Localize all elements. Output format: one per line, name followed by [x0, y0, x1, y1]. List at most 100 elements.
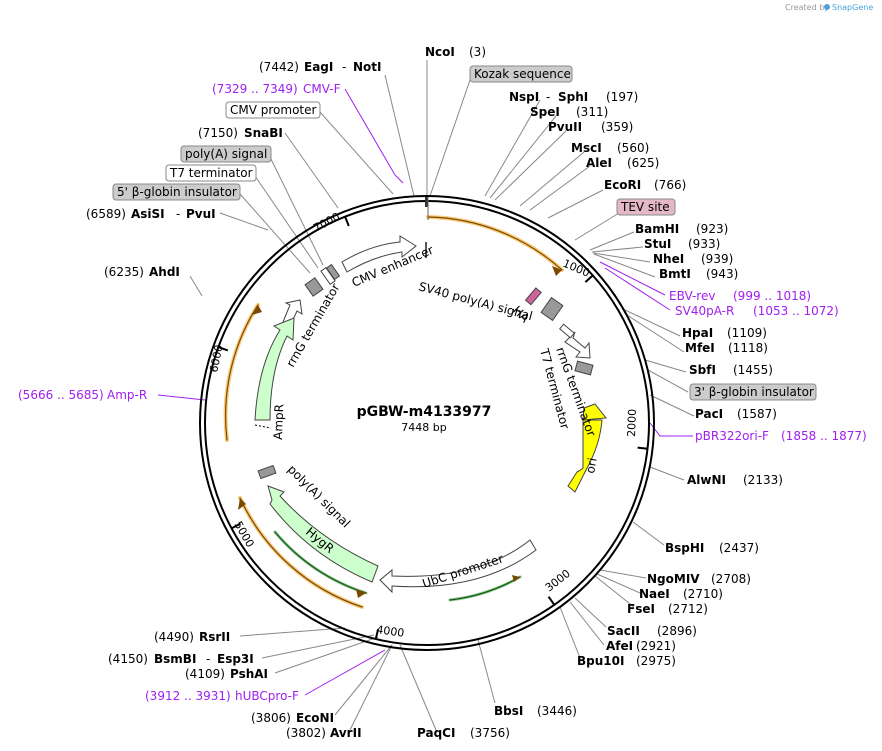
label-eagi-pos: (7442): [259, 60, 299, 74]
label-bglobin5-box: [112, 183, 241, 201]
label-nhei: NheI: [653, 252, 684, 266]
label-paqci: PaqCI: [417, 726, 455, 740]
label-nspi: NspI: [509, 90, 539, 104]
label-bsmbi-pos: (4150): [108, 652, 148, 666]
label-alei-pos: (625): [627, 156, 659, 170]
label-bsphi-pos: (2437): [719, 541, 759, 555]
tick-mark-7000: [344, 216, 350, 227]
label-econi-pos: (3806): [251, 711, 291, 725]
label-ncoi: NcoI: [425, 45, 455, 59]
tick-label-4000: 4000: [376, 623, 406, 640]
label-bsphi: BspHI: [665, 541, 704, 555]
label-spei-pos: (311): [576, 105, 608, 119]
tick-mark-2000: [637, 446, 648, 450]
feature-rrng-right-arrow[interactable]: [564, 331, 591, 359]
label-ebv: EBV-rev: [669, 289, 715, 303]
label-ngomiv-pos: (2708): [711, 572, 751, 586]
label-snabi: SnaBI: [244, 126, 283, 140]
label-spei: SpeI: [530, 105, 560, 119]
tick-label-2000: 2000: [625, 409, 639, 437]
label-sv40pa: SV40pA-R: [675, 304, 734, 318]
label-ecori: EcoRI: [604, 178, 641, 192]
feature-t7-right-box[interactable]: [574, 360, 594, 376]
label-bpu-pos: (2975): [636, 654, 676, 668]
tick-mark-3000: [547, 596, 556, 606]
orf-arrowheads: [238, 266, 562, 598]
feature-label-ampr: AmpR: [271, 404, 286, 440]
feature-cmv-enhancer-arrow[interactable]: [341, 235, 417, 273]
label-snabi-pos: (7150): [198, 126, 238, 140]
tick-label-1000: 1000: [561, 257, 592, 280]
label-cmvprom-box: [225, 101, 321, 119]
label-tev: TEV site: [620, 200, 670, 214]
label-ngomiv: NgoMIV: [647, 572, 700, 586]
feature-ubc-promoter-arrow[interactable]: [379, 539, 537, 594]
feature-t7-left-box[interactable]: [304, 277, 324, 297]
label-sv40pa-pos: (1053 .. 1072): [753, 304, 839, 318]
mark-ncoi: [425, 197, 428, 207]
label-ampr: Amp-R: [107, 388, 147, 402]
label-eagi-sep: -: [342, 60, 346, 74]
feature-polya-bottom-box[interactable]: [257, 464, 277, 480]
connector-lines: [189, 60, 695, 731]
feature-label-ori: ori: [583, 457, 599, 475]
label-stui: StuI: [644, 237, 671, 251]
label-nspi-sep: -: [546, 90, 550, 104]
label-ahdi-pos: (6235): [104, 265, 144, 279]
label-naei: NaeI: [639, 587, 670, 601]
label-bbsi: BbsI: [494, 704, 523, 718]
label-mfei-pos: (1118): [728, 341, 768, 355]
label-pshai: PshAI: [230, 667, 268, 681]
feature-ampr-arrow[interactable]: [254, 317, 295, 421]
label-t7term: T7 terminator: [169, 166, 253, 180]
label-asisi: AsiSI: [131, 207, 165, 221]
label-pvuii-pos: (359): [601, 120, 633, 134]
label-msci: MscI: [571, 141, 602, 155]
feature-polya-left-box[interactable]: [325, 263, 341, 281]
label-pbr-pos: (1858 .. 1877): [781, 429, 867, 443]
label-alwni-pos: (2133): [743, 473, 783, 487]
label-alei: AleI: [586, 156, 612, 170]
tick-mark-4000: [374, 629, 380, 640]
label-ecori-pos: (766): [654, 178, 686, 192]
label-eagi: EagI: [304, 60, 333, 74]
label-cmvprom: CMV promoter: [230, 103, 317, 117]
label-noti: NotI: [353, 60, 382, 74]
plasmid-name: pGBW-m4133977: [357, 404, 492, 420]
label-bmti: BmtI: [659, 267, 691, 281]
label-hpai-pos: (1109): [727, 326, 767, 340]
label-naei-pos: (2710): [683, 587, 723, 601]
feature-sv40-polya-box[interactable]: [540, 296, 564, 322]
label-paqci-pos: (3756): [470, 726, 510, 740]
feature-hygr-arrow[interactable]: [267, 485, 379, 583]
label-bamhi: BamHI: [635, 222, 679, 236]
label-hpai: HpaI: [682, 326, 713, 340]
label-polya-box: [180, 145, 272, 163]
label-hubc-pos: (3912 .. 3931): [145, 689, 231, 703]
label-asisi-sep: -: [176, 207, 180, 221]
label-pvuii: PvuII: [548, 120, 582, 134]
label-paci-pos: (1587): [737, 407, 777, 421]
label-rsrii-pos: (4490): [154, 630, 194, 644]
feature-ori-arrow[interactable]: [567, 419, 603, 493]
label-afei-pos: (2921): [636, 639, 676, 653]
label-bsmbi-sep: -: [206, 652, 210, 666]
label-sbfi-pos: (1455): [733, 363, 773, 377]
label-pvui: PvuI: [186, 207, 216, 221]
label-hubc: hUBCpro-F: [235, 689, 299, 703]
label-kozak-box: [469, 65, 573, 83]
feature-ori-head: [582, 403, 607, 421]
label-paci: PacI: [695, 407, 723, 421]
snapgene-logo-icon: [824, 4, 830, 10]
label-cmvf-pos: (7329 .. 7349): [212, 82, 298, 96]
label-ebv-pos: (999 .. 1018): [733, 289, 811, 303]
label-msci-pos: (560): [617, 141, 649, 155]
label-fsei-pos: (2712): [668, 602, 708, 616]
label-pbr: pBR322ori-F: [695, 429, 769, 443]
label-bsmbi: BsmBI: [154, 652, 196, 666]
label-bmti-pos: (943): [706, 267, 738, 281]
feature-ha-box[interactable]: [524, 287, 542, 306]
ampr-dotted-line: [254, 424, 272, 429]
label-kozak: Kozak sequence: [474, 67, 571, 81]
